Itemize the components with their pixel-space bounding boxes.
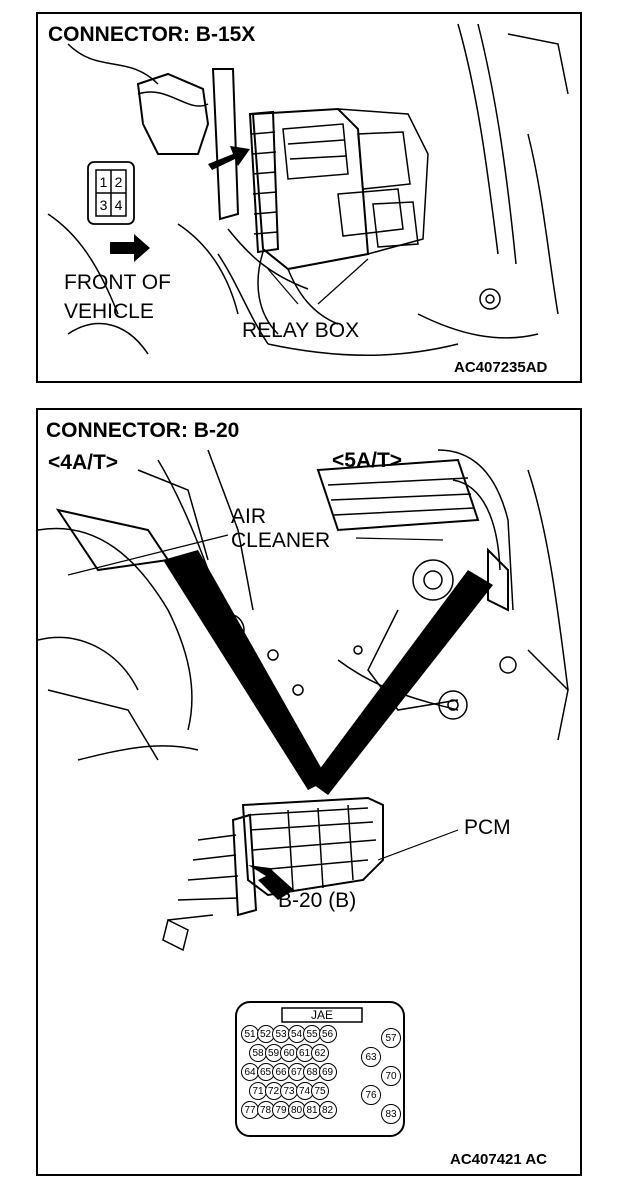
connector-b15x-panel: CONNECTOR: B-15X 1 2 3 4 FRONT OF VEHICL…: [36, 12, 582, 383]
connector-b20-label: B-20 (B): [278, 889, 357, 912]
connector-b20-panel: CONNECTOR: B-20 <4A/T> <5A/T> AIR CLEANE…: [36, 408, 582, 1176]
connector-pin: 75: [311, 1082, 329, 1100]
connector-pin: 69: [318, 1063, 337, 1081]
connector-pin: 70: [381, 1066, 401, 1086]
connector-pin: 76: [361, 1085, 381, 1105]
relay-box-label: RELAY BOX: [242, 319, 360, 342]
pin-label: 4: [114, 197, 123, 213]
connector-pin: 53: [272, 1025, 290, 1043]
connector-pin: 57: [381, 1028, 401, 1048]
pin-label: 2: [114, 174, 123, 190]
air-cleaner-label-line2: CLEANER: [231, 529, 331, 552]
connector-pin: 82: [318, 1101, 337, 1119]
connector-pin: 67: [287, 1063, 306, 1081]
pcm-label: PCM: [464, 816, 511, 839]
pointer-arrow-icon: [208, 146, 250, 170]
variant-label-5at: <5A/T>: [332, 449, 403, 472]
pin-label: 3: [99, 197, 108, 213]
front-of-vehicle-label-line1: FRONT OF: [64, 271, 171, 294]
figure-code: AC407235AD: [454, 359, 548, 376]
figure-code: AC407421 AC: [450, 1151, 547, 1168]
engine-bay-relay-box-illustration: [38, 14, 584, 385]
connector-pin: 56: [318, 1025, 337, 1043]
panel-title-b20: CONNECTOR: B-20: [46, 419, 240, 442]
engine-bay-pcm-illustration: [38, 410, 584, 1178]
connector-face-header: JAE: [310, 1008, 333, 1022]
connector-pin: 74: [295, 1082, 314, 1100]
front-of-vehicle-label-line2: VEHICLE: [64, 300, 154, 323]
panel-title-b15x: CONNECTOR: B-15X: [48, 23, 256, 46]
pin-label: 1: [99, 174, 108, 190]
connector-pin: 83: [381, 1104, 401, 1124]
connector-pin: 63: [361, 1047, 381, 1067]
pointer-arrow-icon: [248, 865, 294, 900]
variant-label-4at: <4A/T>: [48, 451, 119, 474]
connector-pin: 62: [311, 1044, 329, 1062]
front-direction-arrow-icon: [110, 234, 150, 262]
air-cleaner-label-line1: AIR: [231, 505, 267, 528]
